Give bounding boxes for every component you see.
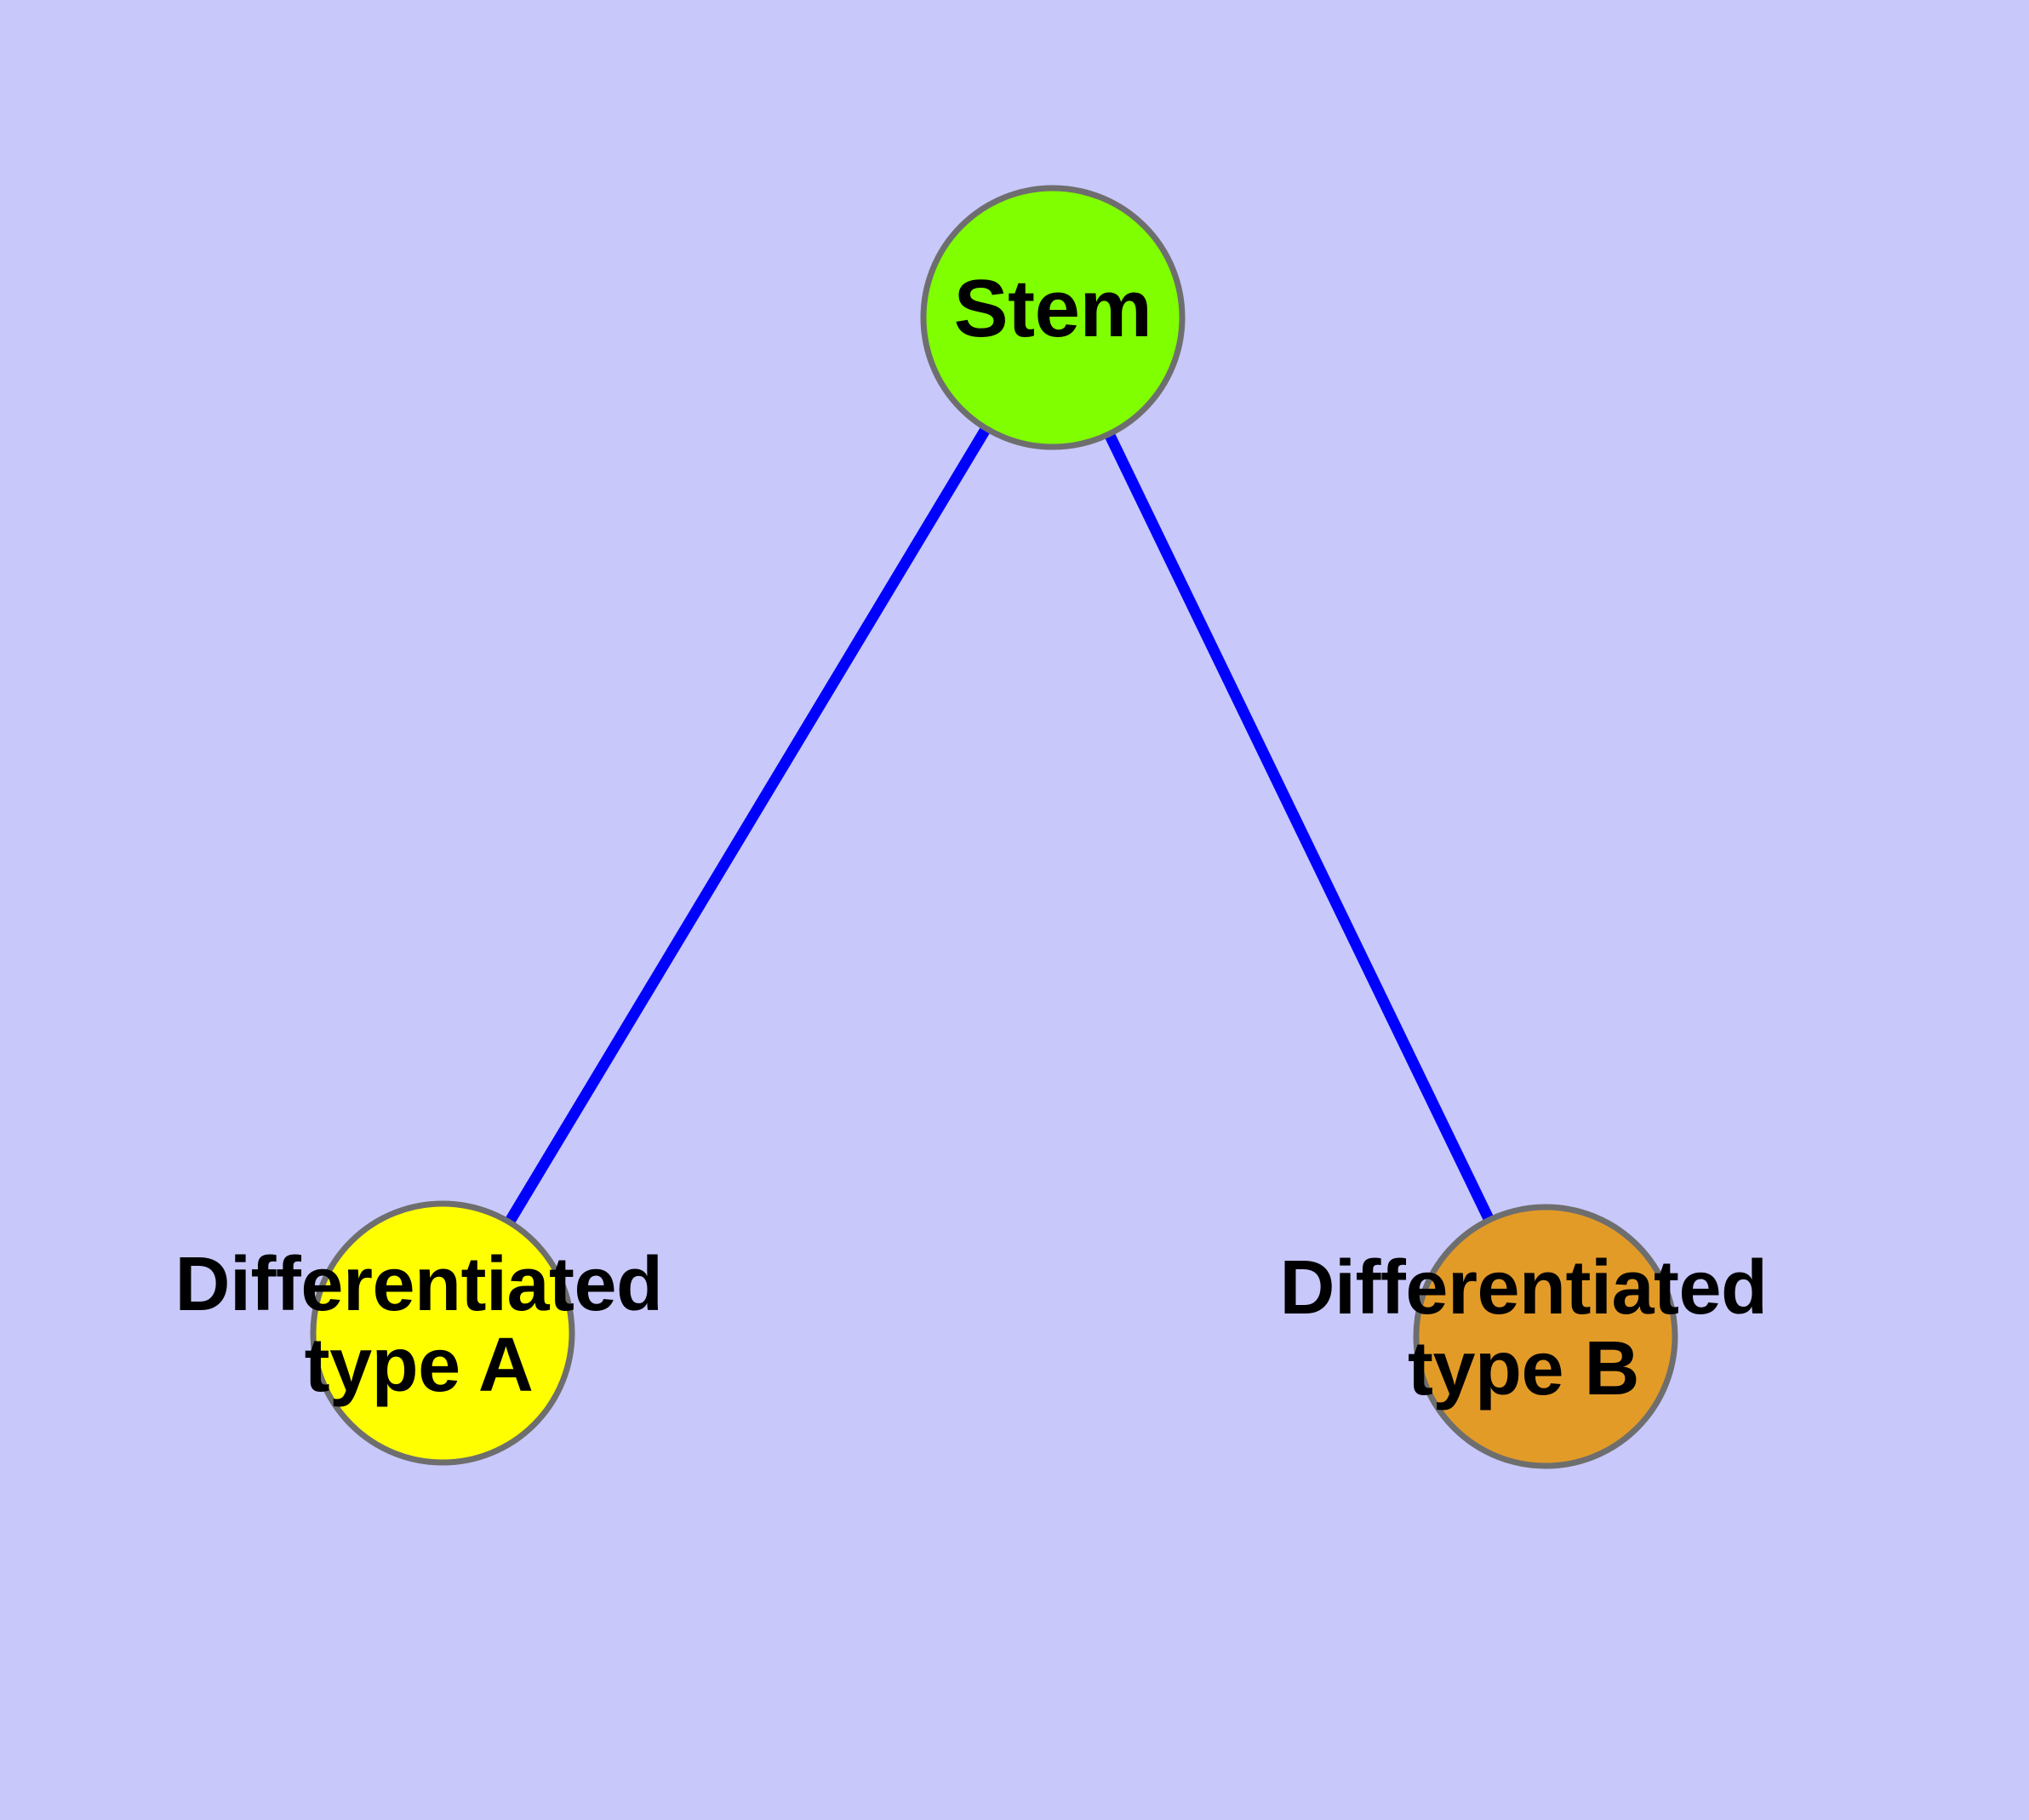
node-layer — [310, 185, 1678, 1469]
node-diff-a-circle[interactable] — [310, 1200, 575, 1466]
edge-layer — [504, 425, 1495, 1226]
node-diff-b-circle[interactable] — [1413, 1204, 1678, 1469]
edge-stem-to-diff-b[interactable] — [1104, 432, 1495, 1222]
edge-stem-to-diff-a[interactable] — [504, 425, 992, 1226]
node-stem-circle[interactable] — [920, 185, 1186, 450]
